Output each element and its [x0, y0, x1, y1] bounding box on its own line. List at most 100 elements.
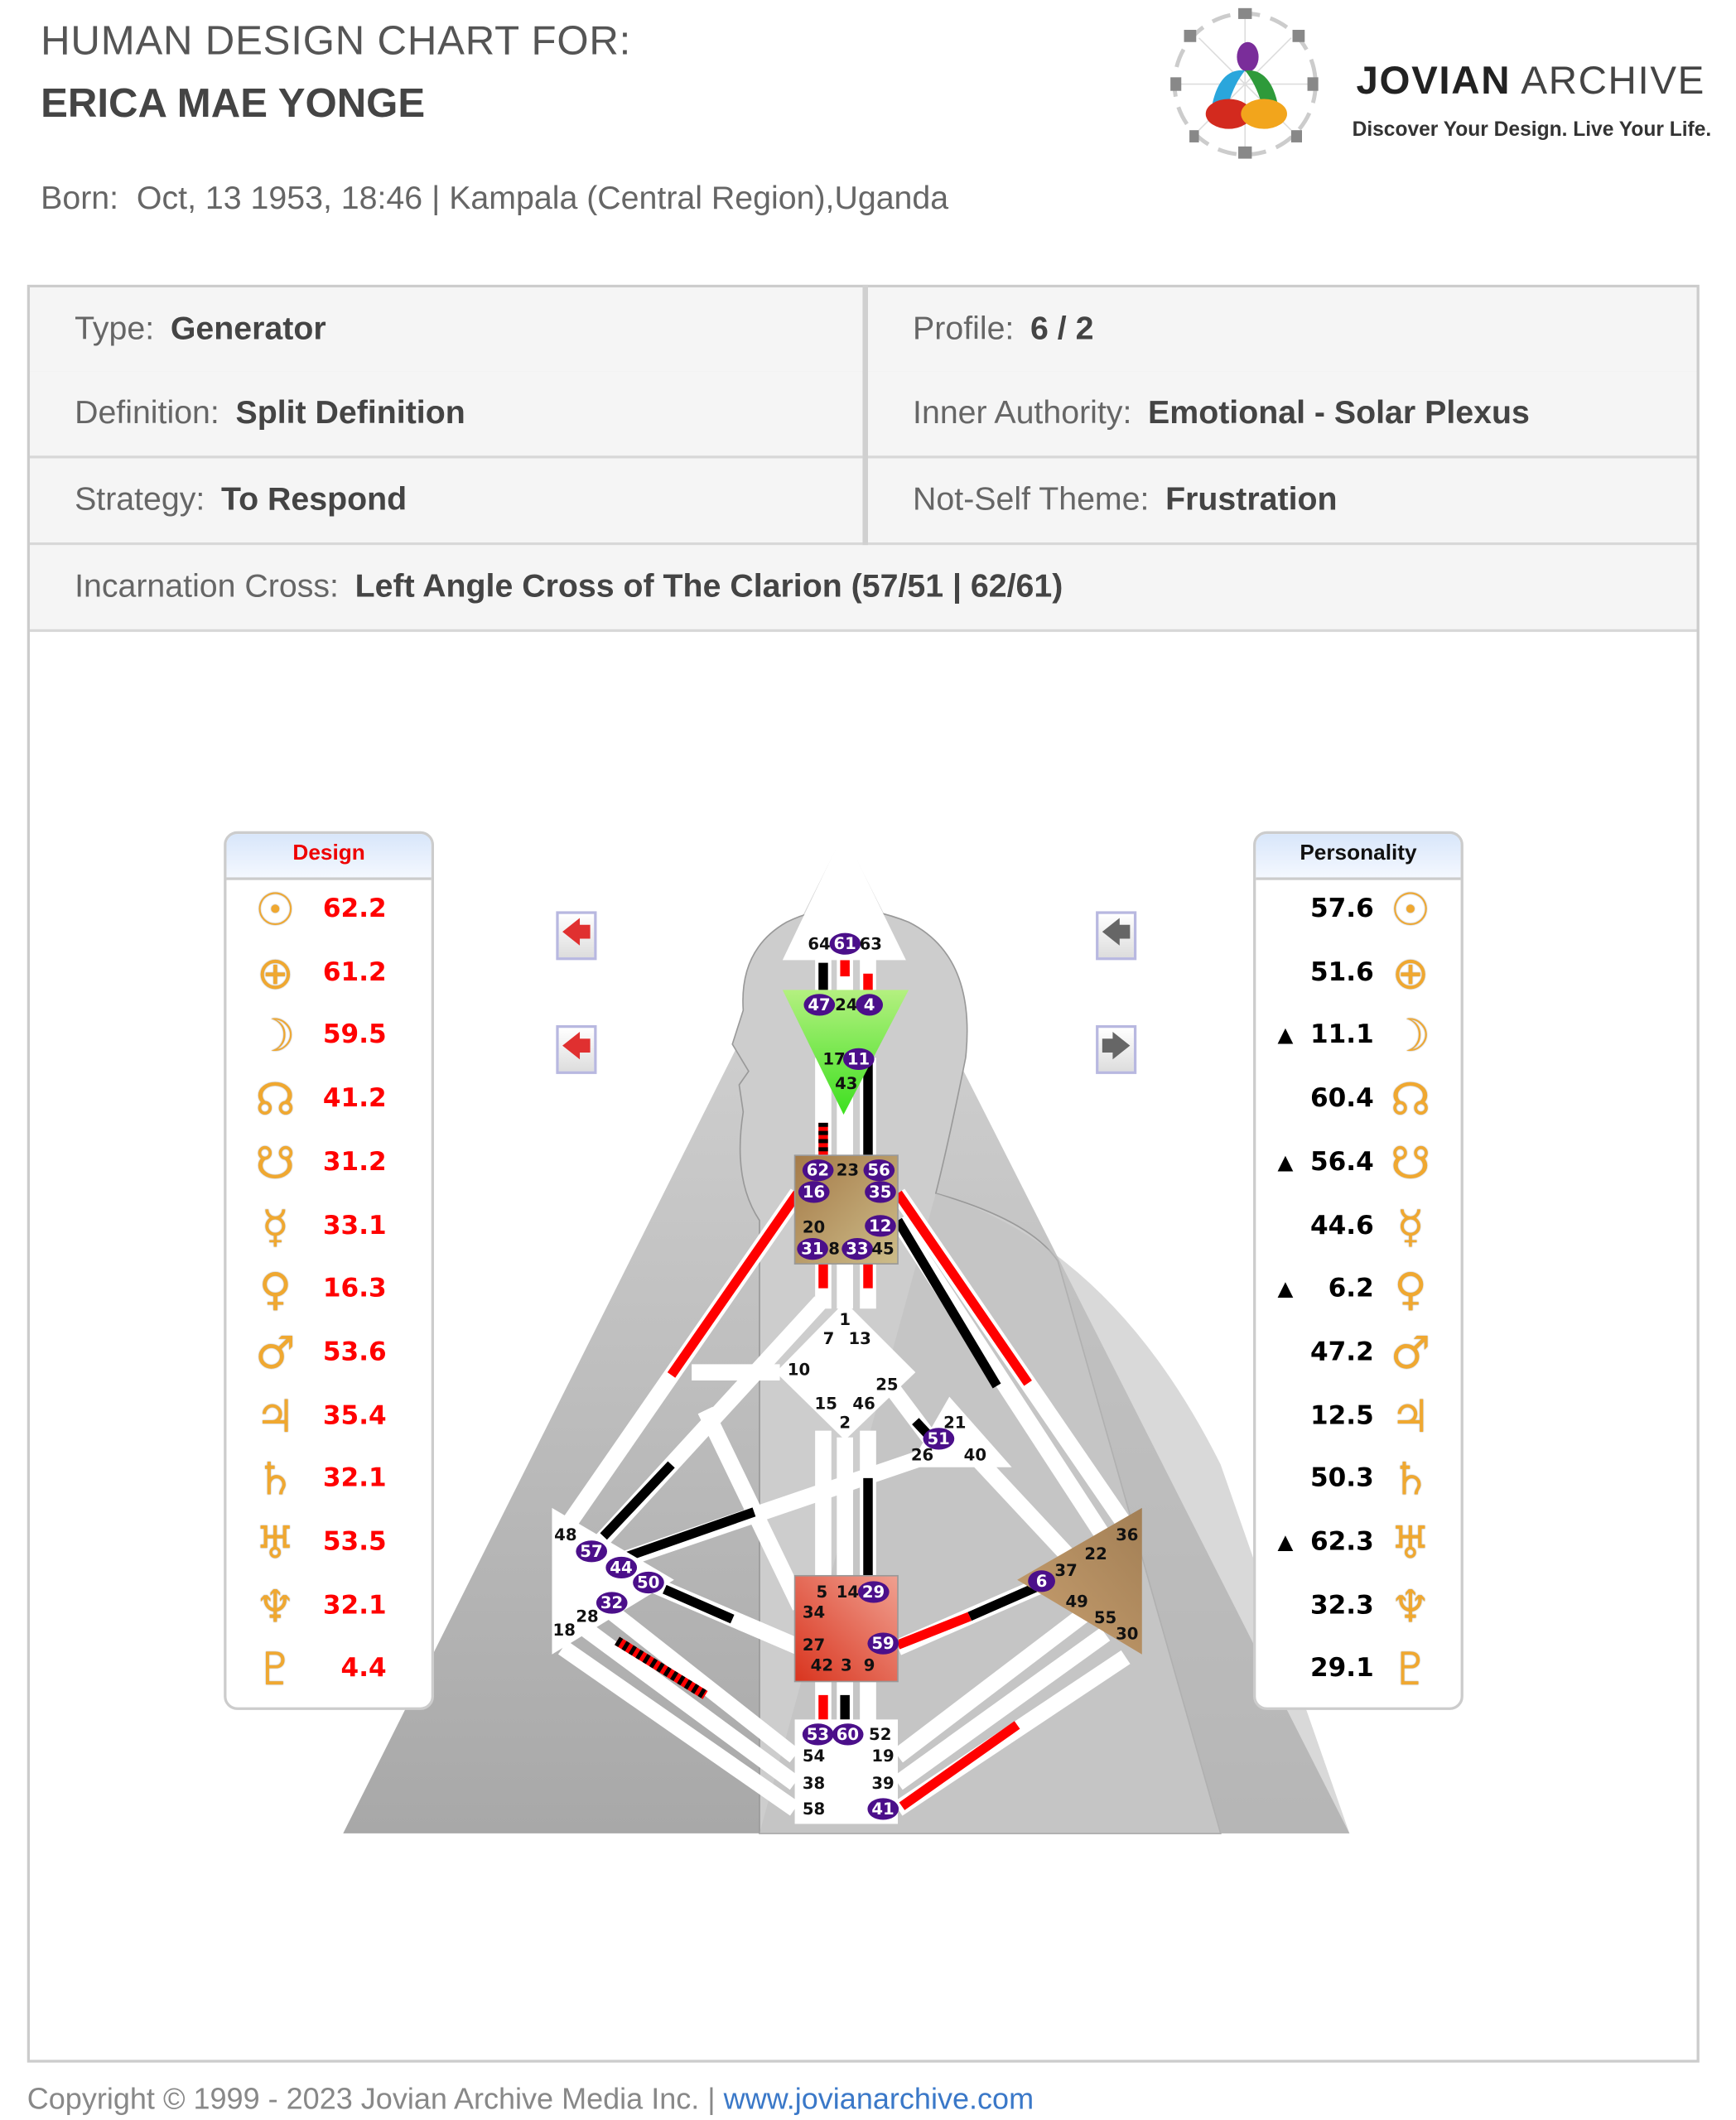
gate-17: 17: [822, 1049, 846, 1069]
website-link[interactable]: www.jovianarchive.com: [723, 2081, 1034, 2116]
gate-22: 22: [1084, 1544, 1107, 1564]
pluto-icon: ♇: [255, 1642, 296, 1696]
gate-55: 55: [1093, 1608, 1117, 1627]
gate-24: 24: [835, 995, 858, 1014]
personality-planet-value: 62.3: [1310, 1526, 1374, 1557]
venus-icon: ♀: [258, 1262, 292, 1316]
heart-center: [909, 1396, 1012, 1467]
gate-60-active: 60: [832, 1723, 864, 1746]
personality-planet-row: ⊕51.6: [1256, 946, 1460, 1000]
gate-47-active: 47: [803, 994, 835, 1016]
type-value: Generator: [170, 310, 326, 348]
design-prev-button[interactable]: 🡄: [556, 911, 597, 961]
definition-row: Definition:Split Definition: [30, 371, 863, 459]
neptune-icon: ♆: [255, 1579, 296, 1633]
personality-planet-value: 57.6: [1310, 894, 1374, 924]
personality-planet-value: 56.4: [1310, 1146, 1374, 1178]
channels: [556, 956, 1133, 1816]
design-planet-value: 16.3: [322, 1273, 387, 1303]
gate-53-active: 53: [802, 1723, 834, 1746]
gate-48: 48: [554, 1525, 577, 1545]
gate-15: 15: [814, 1394, 837, 1414]
gate-33-active: 33: [841, 1238, 873, 1260]
not-self-row: Not-Self Theme:Frustration: [868, 458, 1697, 546]
gate-23: 23: [836, 1160, 860, 1180]
design-planet-value: 41.2: [322, 1083, 387, 1114]
design-planet-value: 53.6: [322, 1337, 387, 1367]
earth-icon: ⊕: [256, 946, 295, 1000]
gate-37: 37: [1054, 1560, 1078, 1580]
gate-32-active: 32: [596, 1592, 628, 1614]
gate-62-active: 62: [802, 1159, 834, 1182]
design-planet-row: ☊ 41.2: [226, 1072, 431, 1127]
personality-planet-row: ☿44.6: [1256, 1199, 1460, 1254]
gate-64: 64: [808, 934, 831, 954]
earth-icon: ⊕: [1391, 946, 1430, 1000]
design-planet-value: 61.2: [322, 956, 387, 987]
design-prev-button-2[interactable]: 🡄: [556, 1024, 597, 1074]
jupiter-icon: ♃: [1390, 1389, 1431, 1443]
gate-41-active: 41: [867, 1798, 899, 1820]
gate-19: 19: [871, 1747, 895, 1766]
design-planet-value: 32.1: [322, 1463, 387, 1494]
personality-planet-row: ♇29.1: [1256, 1643, 1460, 1697]
gate-39: 39: [871, 1773, 895, 1793]
design-planet-row: ♄ 32.1: [226, 1453, 431, 1507]
design-planet-value: 32.1: [322, 1590, 387, 1621]
north-node-icon: ☊: [255, 1072, 296, 1126]
gate-59-active: 59: [867, 1632, 899, 1655]
strategy-row: Strategy:To Respond: [30, 458, 863, 546]
gate-9: 9: [863, 1655, 875, 1675]
gate-57-active: 57: [576, 1540, 607, 1563]
exalted-triangle-icon: ▲: [1277, 1023, 1294, 1048]
saturn-icon: ♄: [255, 1453, 296, 1506]
cross-label: Incarnation Cross:: [75, 568, 339, 605]
south-node-icon: ☋: [255, 1135, 296, 1189]
arrow-right-icon: 🡆: [1101, 1029, 1132, 1063]
gate-52: 52: [869, 1724, 892, 1744]
profile-value: 6 / 2: [1030, 310, 1094, 348]
gate-30: 30: [1116, 1624, 1139, 1644]
gate-7: 7: [822, 1328, 835, 1348]
brand-light: ARCHIVE: [1521, 60, 1705, 104]
personality-planet-value: 32.3: [1310, 1590, 1374, 1621]
gate-28: 28: [576, 1607, 599, 1626]
jovian-archive-logo: [1170, 7, 1319, 159]
design-planet-value: 59.5: [322, 1020, 387, 1051]
footer: Copyright © 1999 - 2023 Jovian Archive M…: [27, 2082, 1034, 2118]
gate-29-active: 29: [857, 1581, 890, 1603]
personality-planet-value: 60.4: [1310, 1083, 1374, 1114]
personality-next-button[interactable]: 🡆: [1096, 1024, 1137, 1074]
gate-12-active: 12: [865, 1215, 896, 1237]
mercury-icon: ☿: [261, 1199, 289, 1253]
moon-icon: ☽: [1390, 1009, 1431, 1062]
design-planet-value: 35.4: [322, 1400, 387, 1430]
design-planet-row: ♂ 53.6: [226, 1326, 431, 1380]
neptune-icon: ♆: [1390, 1579, 1431, 1633]
gate-49: 49: [1065, 1592, 1088, 1612]
solar-plexus-center: [1017, 1507, 1142, 1655]
gate-36: 36: [1116, 1525, 1139, 1545]
gate-10: 10: [787, 1360, 811, 1380]
g-center: [775, 1302, 916, 1441]
personality-planet-row: ♅62.3▲: [1256, 1516, 1460, 1571]
design-planet-value: 62.2: [322, 894, 387, 924]
gate-14: 14: [836, 1582, 860, 1602]
personality-planet-row: ♆ 32.3: [1256, 1579, 1460, 1634]
personality-planet-row: ♀6.2▲: [1256, 1263, 1460, 1318]
venus-icon: ♀: [1394, 1262, 1427, 1316]
not-self-label: Not-Self Theme:: [913, 481, 1150, 518]
sun-icon: ☉: [1390, 883, 1431, 936]
south-node-icon: ☋: [1391, 1135, 1430, 1189]
design-planet-value: 4.4: [340, 1653, 387, 1684]
definition-label: Definition:: [75, 394, 219, 431]
profile-label: Profile:: [913, 310, 1015, 348]
design-planet-row: ☽59.5: [226, 1009, 431, 1064]
gate-50-active: 50: [633, 1571, 664, 1594]
mars-icon: ♂: [255, 1326, 296, 1380]
personality-planet-row: ☊60.4: [1256, 1072, 1460, 1127]
gate-3: 3: [840, 1655, 852, 1675]
gate-45: 45: [871, 1239, 895, 1259]
design-planet-row: ♅53.5: [226, 1516, 431, 1571]
personality-prev-button[interactable]: 🡄: [1096, 911, 1137, 961]
